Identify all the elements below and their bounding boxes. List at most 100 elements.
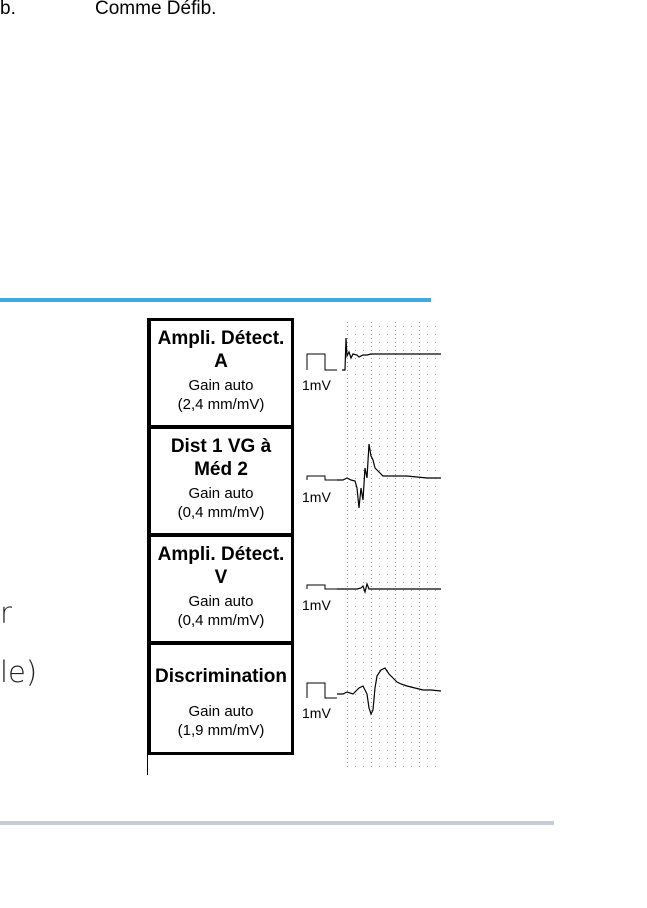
grid-dot — [435, 654, 436, 655]
grid-dot — [419, 634, 420, 635]
grid-dot — [347, 598, 348, 599]
grid-dot — [395, 474, 396, 475]
grid-dot — [435, 358, 436, 359]
grid-dot — [371, 342, 372, 343]
grid-dot — [387, 382, 388, 383]
grid-dot — [419, 698, 420, 699]
grid-dot — [379, 374, 380, 375]
grid-dot — [435, 614, 436, 615]
dot-grid — [347, 322, 436, 767]
grid-dot — [347, 482, 348, 483]
grid-dot — [371, 606, 372, 607]
grid-dot — [371, 586, 372, 587]
grid-dot — [419, 558, 420, 559]
grid-dot — [371, 746, 372, 747]
grid-dot — [363, 750, 364, 751]
grid-dot — [347, 334, 348, 335]
grid-dot — [379, 598, 380, 599]
grid-dot — [387, 694, 388, 695]
grid-dot — [363, 358, 364, 359]
channel-label-ventricular: Ampli. Détect. V Gain auto (0,4 mm/mV) — [148, 534, 294, 644]
grid-dot — [363, 566, 364, 567]
grid-dot — [435, 574, 436, 575]
grid-dot — [435, 758, 436, 759]
grid-dot — [411, 614, 412, 615]
grid-dot — [387, 590, 388, 591]
grid-dot — [403, 678, 404, 679]
grid-dot — [419, 554, 420, 555]
grid-dot — [347, 766, 348, 767]
grid-dot — [395, 342, 396, 343]
grid-dot — [427, 334, 428, 335]
grid-dot — [411, 350, 412, 351]
grid-dot — [371, 674, 372, 675]
grid-dot — [403, 406, 404, 407]
grid-dot — [403, 606, 404, 607]
grid-dot — [363, 374, 364, 375]
grid-dot — [371, 330, 372, 331]
grid-dot — [403, 654, 404, 655]
grid-dot — [395, 714, 396, 715]
grid-dot — [419, 490, 420, 491]
grid-dot — [419, 406, 420, 407]
grid-dot — [371, 578, 372, 579]
grid-dot — [379, 686, 380, 687]
grid-dot — [347, 446, 348, 447]
grid-dot — [371, 494, 372, 495]
grid-dot — [347, 366, 348, 367]
grid-dot — [379, 422, 380, 423]
grid-dot — [403, 478, 404, 479]
grid-dot — [355, 382, 356, 383]
grid-dot — [355, 582, 356, 583]
grid-dot — [395, 438, 396, 439]
grid-dot — [371, 490, 372, 491]
grid-dot — [355, 622, 356, 623]
grid-dot — [387, 734, 388, 735]
grid-dot — [419, 450, 420, 451]
grid-dot — [403, 494, 404, 495]
grid-dot — [395, 654, 396, 655]
grid-dot — [355, 750, 356, 751]
grid-dot — [355, 542, 356, 543]
grid-dot — [395, 498, 396, 499]
grid-dot — [355, 614, 356, 615]
grid-dot — [403, 614, 404, 615]
grid-dot — [395, 406, 396, 407]
grid-dot — [427, 534, 428, 535]
grid-dot — [379, 638, 380, 639]
grid-dot — [427, 430, 428, 431]
grid-dot — [411, 382, 412, 383]
grid-dot — [395, 398, 396, 399]
grid-dot — [379, 382, 380, 383]
grid-dot — [419, 562, 420, 563]
grid-dot — [371, 470, 372, 471]
grid-dot — [395, 606, 396, 607]
grid-dot — [403, 574, 404, 575]
grid-dot — [427, 686, 428, 687]
grid-dot — [411, 558, 412, 559]
grid-dot — [419, 358, 420, 359]
grid-dot — [347, 714, 348, 715]
grid-dot — [355, 534, 356, 535]
grid-dot — [435, 766, 436, 767]
grid-dot — [387, 566, 388, 567]
grid-dot — [395, 650, 396, 651]
grid-dot — [379, 582, 380, 583]
grid-dot — [363, 526, 364, 527]
grid-dot — [347, 558, 348, 559]
grid-dot — [427, 342, 428, 343]
grid-dot — [411, 470, 412, 471]
grid-dot — [371, 590, 372, 591]
grid-dot — [363, 550, 364, 551]
grid-dot — [371, 766, 372, 767]
grid-dot — [379, 526, 380, 527]
grid-dot — [419, 542, 420, 543]
grid-dot — [379, 366, 380, 367]
header-fragment: b. — [0, 0, 16, 19]
grid-dot — [363, 734, 364, 735]
grid-dot — [347, 538, 348, 539]
grid-dot — [371, 742, 372, 743]
grid-dot — [403, 446, 404, 447]
grid-dot — [427, 702, 428, 703]
grid-dot — [395, 622, 396, 623]
